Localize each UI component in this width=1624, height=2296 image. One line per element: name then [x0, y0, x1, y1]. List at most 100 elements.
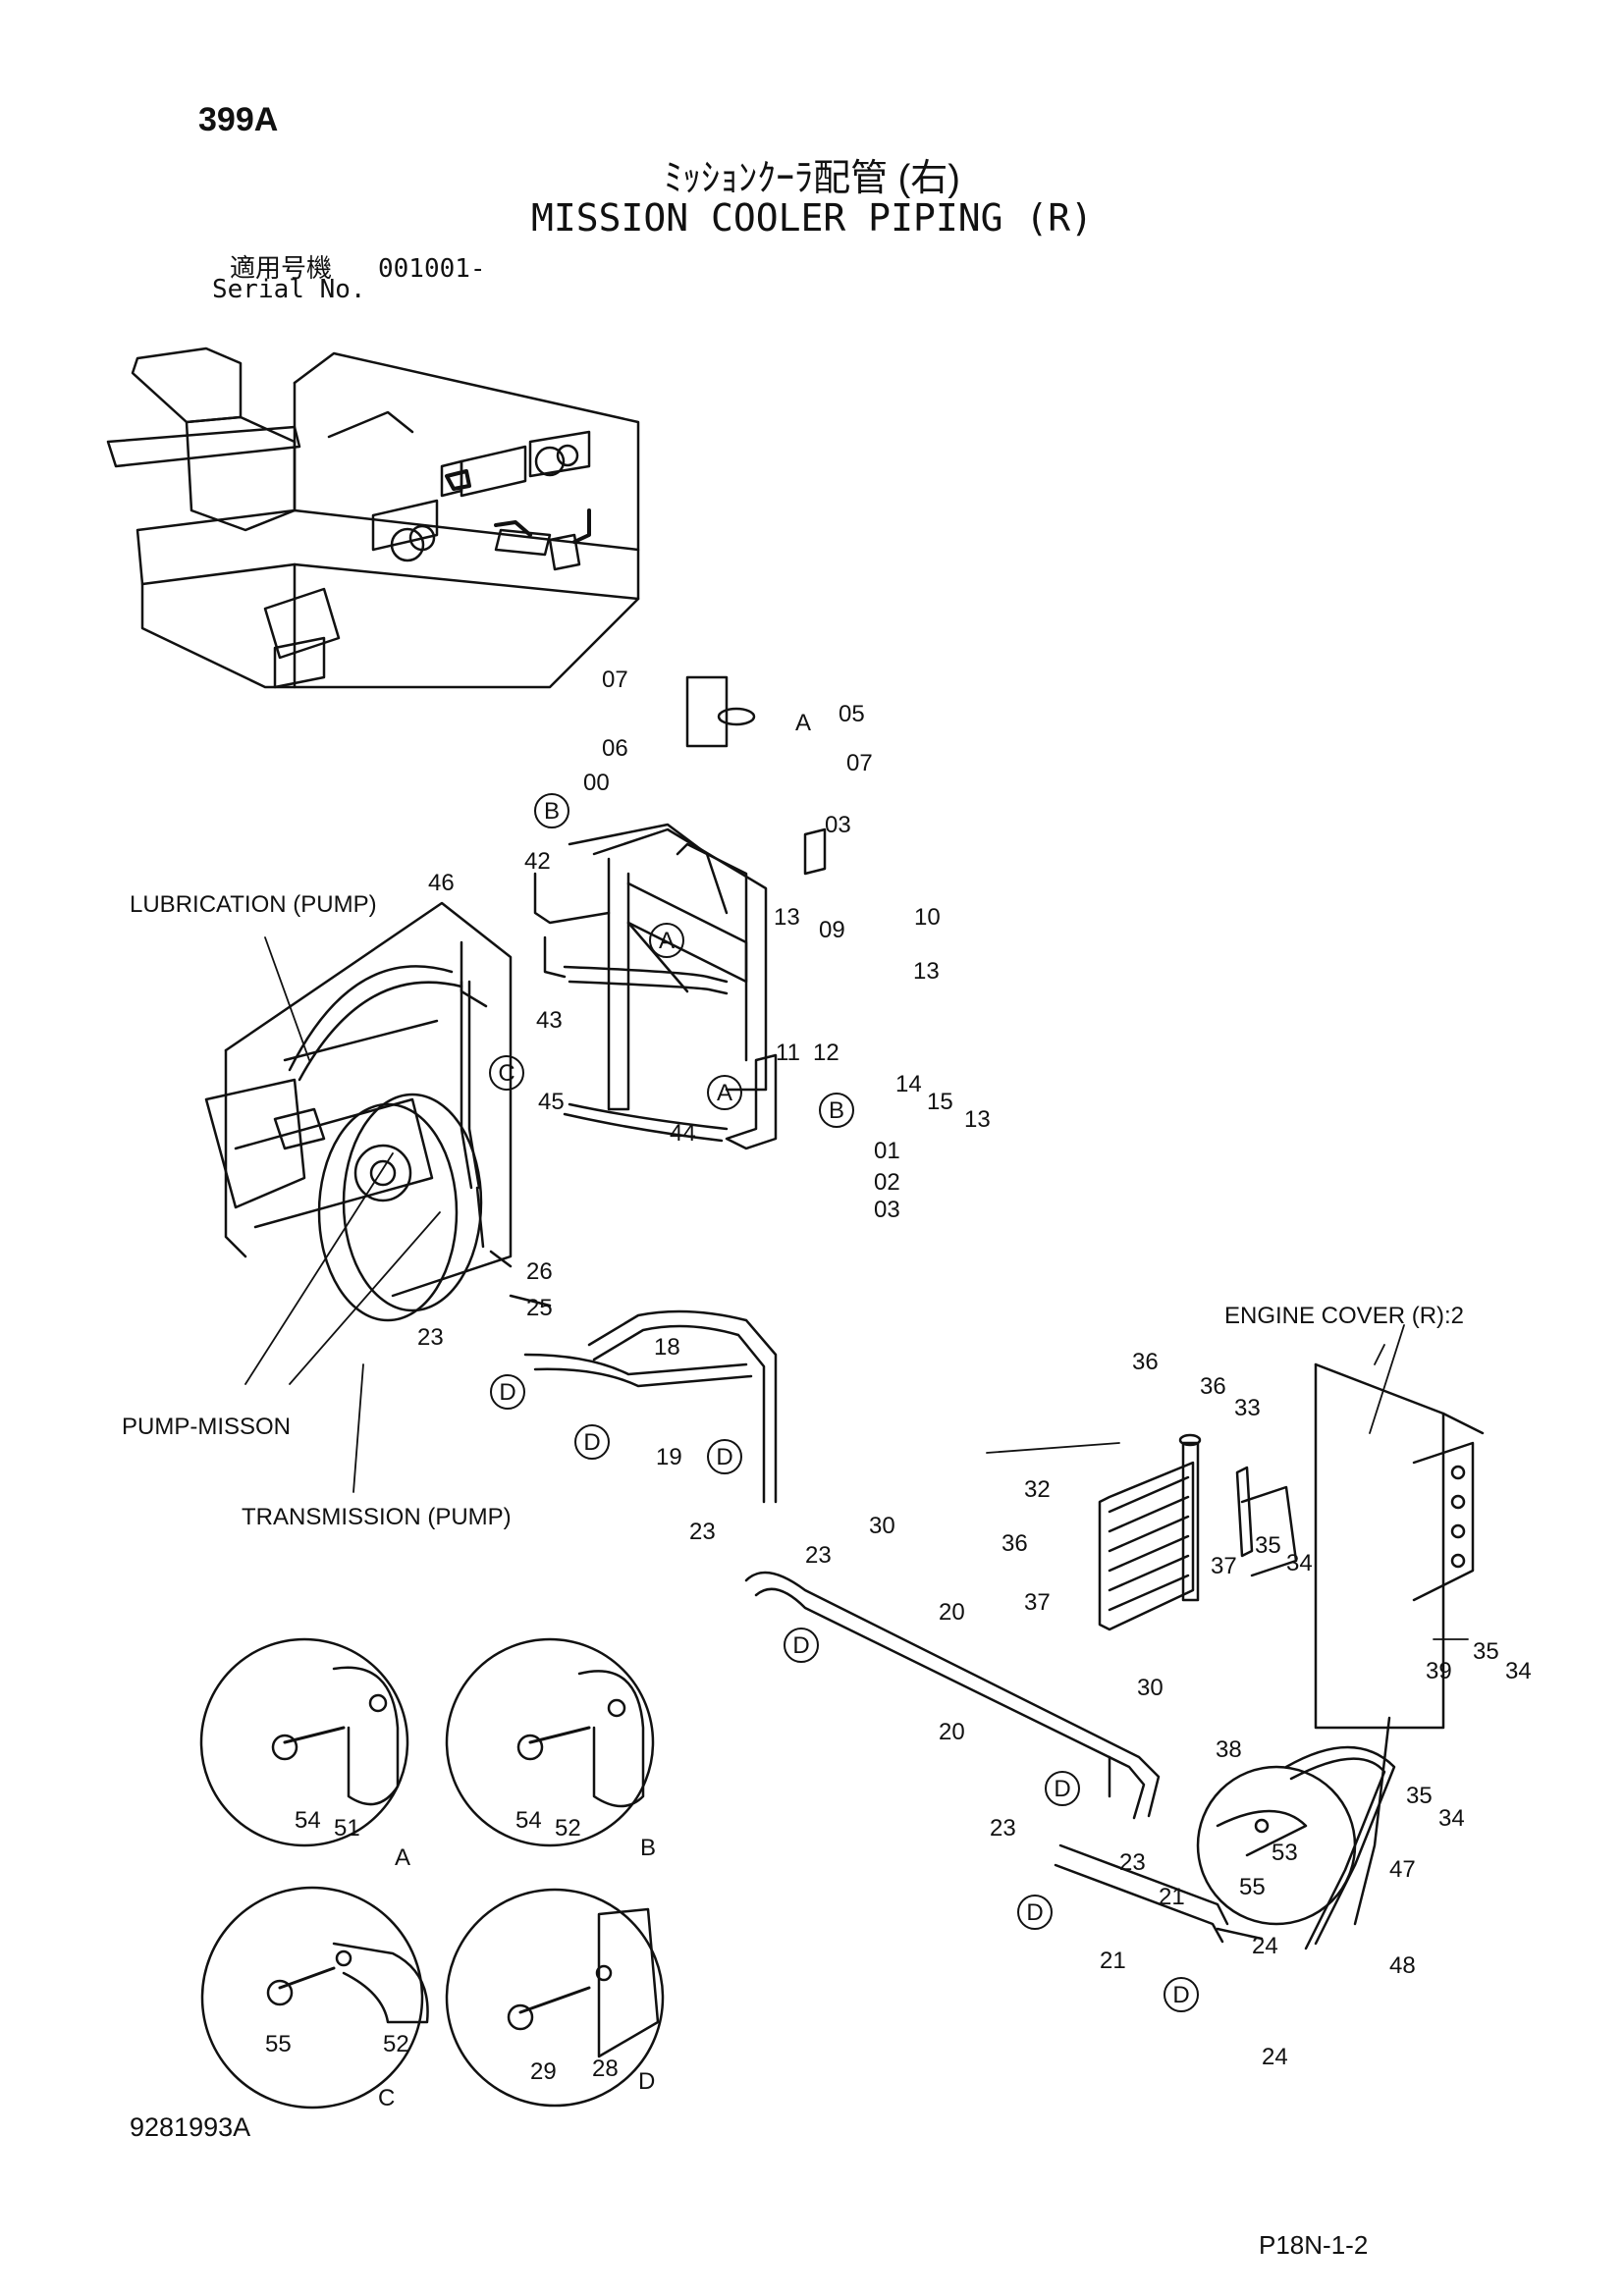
detail-b-part-1: 54 — [515, 1807, 542, 1834]
part-label: 18 — [654, 1334, 680, 1361]
part-label: 05 — [839, 701, 865, 727]
bubble-letter: B — [829, 1097, 844, 1124]
cooler-frame-drawing — [533, 675, 827, 1150]
detail-circle-c — [200, 1886, 424, 2109]
part-label: 33 — [1234, 1395, 1261, 1421]
part-label: 13 — [774, 904, 800, 931]
leader-lines — [244, 936, 1469, 1640]
detail-circle-a — [199, 1637, 409, 1847]
bubble-letter: A — [659, 928, 675, 954]
detail-c-part-2: 52 — [383, 2031, 409, 2057]
pump-mission-callout: PUMP-MISSON — [122, 1414, 292, 1440]
bubble-letter: D — [1172, 1982, 1189, 2008]
pump-transmission-drawing — [204, 901, 778, 1504]
sheet-reference: P18N-1-2 — [1259, 2230, 1369, 2260]
bubble-letter: B — [544, 798, 560, 825]
part-label: 20 — [939, 1599, 965, 1626]
part-label: 07 — [602, 667, 628, 693]
engine-cover-callout: ENGINE COVER (R):2 — [1224, 1303, 1465, 1329]
part-label: 38 — [1216, 1736, 1242, 1763]
detail-d-letter: D — [638, 2068, 655, 2095]
part-label: 11 — [776, 1040, 800, 1066]
part-label: 19 — [656, 1444, 682, 1470]
part-label: 39 — [1426, 1658, 1452, 1684]
part-label: 37 — [1024, 1589, 1051, 1616]
part-label: 26 — [526, 1258, 553, 1285]
detail-b-letter: B — [640, 1835, 656, 1861]
part-label: 25 — [526, 1295, 553, 1321]
part-label: 36 — [1200, 1373, 1226, 1400]
part-label: 34 — [1286, 1550, 1313, 1576]
bubble-letter: D — [792, 1632, 809, 1659]
bubble-letter: D — [1054, 1776, 1070, 1802]
document-id: 9281993A — [130, 2112, 251, 2142]
page-number: 399A — [198, 101, 279, 138]
part-label: 35 — [1473, 1638, 1499, 1665]
bubble-letter: A — [795, 710, 811, 736]
part-label: 44 — [670, 1120, 696, 1147]
part-label: 34 — [1438, 1805, 1465, 1832]
part-label: 07 — [846, 750, 873, 776]
part-label: 12 — [813, 1040, 839, 1066]
detail-letters: A A A B B C D D D D D D D — [498, 710, 1189, 2008]
detail-views — [199, 1637, 1357, 2109]
part-label: 53 — [1272, 1840, 1298, 1866]
detail-c-letter: C — [378, 2085, 395, 2111]
machine-overview-drawing — [106, 347, 640, 689]
part-label: 23 — [417, 1324, 444, 1351]
detail-a-part-2: 51 — [334, 1815, 360, 1842]
lubrication-callout: LUBRICATION (PUMP) — [130, 891, 377, 918]
part-label: 36 — [1001, 1530, 1028, 1557]
detail-c-part-1: 55 — [265, 2031, 292, 2057]
part-label: 34 — [1505, 1658, 1532, 1684]
part-label: 35 — [1406, 1783, 1433, 1809]
part-label: 01 — [874, 1138, 900, 1164]
detail-circle-b — [445, 1637, 655, 1847]
serial-label-jp: 適用号機 — [230, 254, 333, 284]
part-label: 35 — [1255, 1532, 1281, 1559]
part-label: 48 — [1389, 1952, 1416, 1979]
bubble-letter: D — [716, 1444, 732, 1470]
part-label: 03 — [874, 1197, 900, 1223]
bubble-letter: D — [1026, 1899, 1043, 1926]
part-label: 20 — [939, 1719, 965, 1745]
detail-bubbles — [489, 793, 1199, 2012]
part-label: 15 — [927, 1089, 953, 1115]
part-label: 09 — [819, 917, 845, 943]
detail-d-part-1: 29 — [530, 2058, 557, 2085]
transmission-callout: TRANSMISSION (PUMP) — [242, 1504, 512, 1530]
part-label: 46 — [428, 870, 455, 896]
detail-d-part-2: 28 — [592, 2056, 619, 2082]
part-label: 10 — [914, 904, 941, 931]
detail-circle-d — [445, 1888, 665, 2108]
part-label: 32 — [1024, 1476, 1051, 1503]
part-label: 47 — [1389, 1856, 1416, 1883]
part-label: 21 — [1159, 1884, 1185, 1910]
serial-label: Serial No. — [212, 275, 366, 304]
bubble-letter: D — [583, 1429, 600, 1456]
detail-a-part-1: 54 — [295, 1807, 321, 1834]
bubble-letter: C — [498, 1060, 514, 1087]
bubble-letter: D — [499, 1379, 515, 1406]
part-label: 30 — [1137, 1675, 1164, 1701]
part-label: 43 — [536, 1007, 563, 1034]
part-label: 13 — [913, 958, 940, 985]
detail-labels: 54 51 A 54 52 B 55 52 C 29 28 D — [265, 1807, 656, 2111]
part-label: 23 — [689, 1519, 716, 1545]
part-label: 55 — [1239, 1874, 1266, 1900]
part-label: 23 — [990, 1815, 1016, 1842]
part-label: 21 — [1100, 1948, 1126, 1974]
part-number-labels: 07 06 05 07 00 03 42 46 13 09 10 13 43 1… — [417, 667, 1532, 2070]
page-title: MISSION COOLER PIPING (R) — [531, 196, 1093, 240]
part-label: 03 — [825, 812, 851, 838]
detail-a-letter: A — [395, 1844, 410, 1871]
part-label: 23 — [1119, 1849, 1146, 1876]
part-label: 06 — [602, 735, 628, 762]
part-label: 45 — [538, 1089, 565, 1115]
part-label: 13 — [964, 1106, 991, 1133]
part-label: 02 — [874, 1169, 900, 1196]
part-label: 23 — [805, 1542, 832, 1569]
part-label: 36 — [1132, 1349, 1159, 1375]
detail-b-part-2: 52 — [555, 1815, 581, 1842]
